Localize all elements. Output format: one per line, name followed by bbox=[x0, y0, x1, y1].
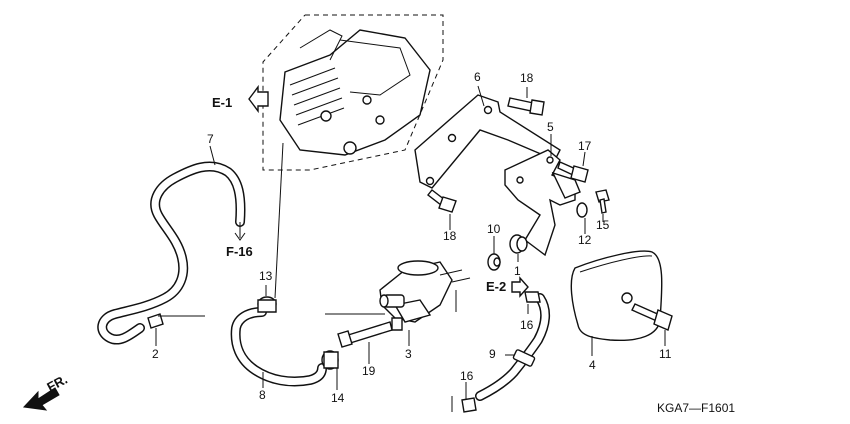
hose-7 bbox=[97, 161, 246, 345]
clip-2 bbox=[147, 313, 164, 329]
cover-4 bbox=[570, 250, 663, 342]
callout-16-lower: 16 bbox=[460, 369, 474, 383]
callout-7: 7 bbox=[207, 132, 214, 146]
bolt-15 bbox=[595, 189, 610, 214]
ref-front: FR. bbox=[44, 372, 70, 395]
clamp-14 bbox=[321, 350, 339, 370]
callout-19: 19 bbox=[362, 364, 376, 378]
collar-10 bbox=[487, 253, 501, 271]
callout-9: 9 bbox=[489, 347, 496, 361]
callout-2: 2 bbox=[152, 347, 159, 361]
callout-4: 4 bbox=[589, 358, 596, 372]
ref-f16: F-16 bbox=[226, 244, 253, 259]
bolt-19 bbox=[337, 321, 393, 348]
callout-8: 8 bbox=[259, 388, 266, 402]
washer-12 bbox=[576, 202, 588, 218]
ref-e1: E-1 bbox=[212, 95, 232, 110]
grommet-1 bbox=[509, 234, 528, 254]
bolt-11 bbox=[631, 303, 673, 331]
arrow-left-icon bbox=[248, 84, 269, 114]
bolt-17 bbox=[557, 161, 589, 183]
callout-5: 5 bbox=[547, 120, 554, 134]
arrow-right-icon bbox=[511, 276, 529, 298]
clip-16-lower bbox=[461, 397, 477, 413]
ref-e2: E-2 bbox=[486, 279, 506, 294]
bolt-18-upper bbox=[507, 97, 545, 116]
callout-3: 3 bbox=[405, 347, 412, 361]
callout-11: 11 bbox=[659, 347, 672, 361]
callout-18-lower: 18 bbox=[443, 229, 457, 243]
callout-13: 13 bbox=[259, 269, 273, 283]
callout-17: 17 bbox=[578, 139, 592, 153]
callout-1: 1 bbox=[514, 264, 521, 278]
front-arrow-icon bbox=[22, 387, 60, 411]
callout-10: 10 bbox=[487, 222, 501, 236]
diagram-code: KGA7—F1601 bbox=[657, 401, 735, 415]
callout-15: 15 bbox=[596, 218, 610, 232]
callout-6: 6 bbox=[474, 70, 481, 84]
clamp-13 bbox=[257, 296, 277, 313]
callout-18-upper: 18 bbox=[520, 71, 534, 85]
cylinder-head bbox=[262, 14, 444, 171]
callout-12: 12 bbox=[578, 233, 592, 247]
callout-14: 14 bbox=[331, 391, 345, 405]
bracket-6 bbox=[414, 94, 561, 189]
valve-3 bbox=[379, 260, 471, 331]
hose-9 bbox=[475, 293, 550, 401]
bolt-18-lower bbox=[427, 189, 457, 213]
arrow-down-icon bbox=[234, 222, 246, 241]
leader-lines bbox=[155, 85, 666, 412]
clip-16-upper bbox=[524, 291, 541, 303]
hose-8 bbox=[230, 307, 327, 387]
bracket-5 bbox=[504, 149, 581, 257]
callout-16-upper: 16 bbox=[520, 318, 534, 332]
